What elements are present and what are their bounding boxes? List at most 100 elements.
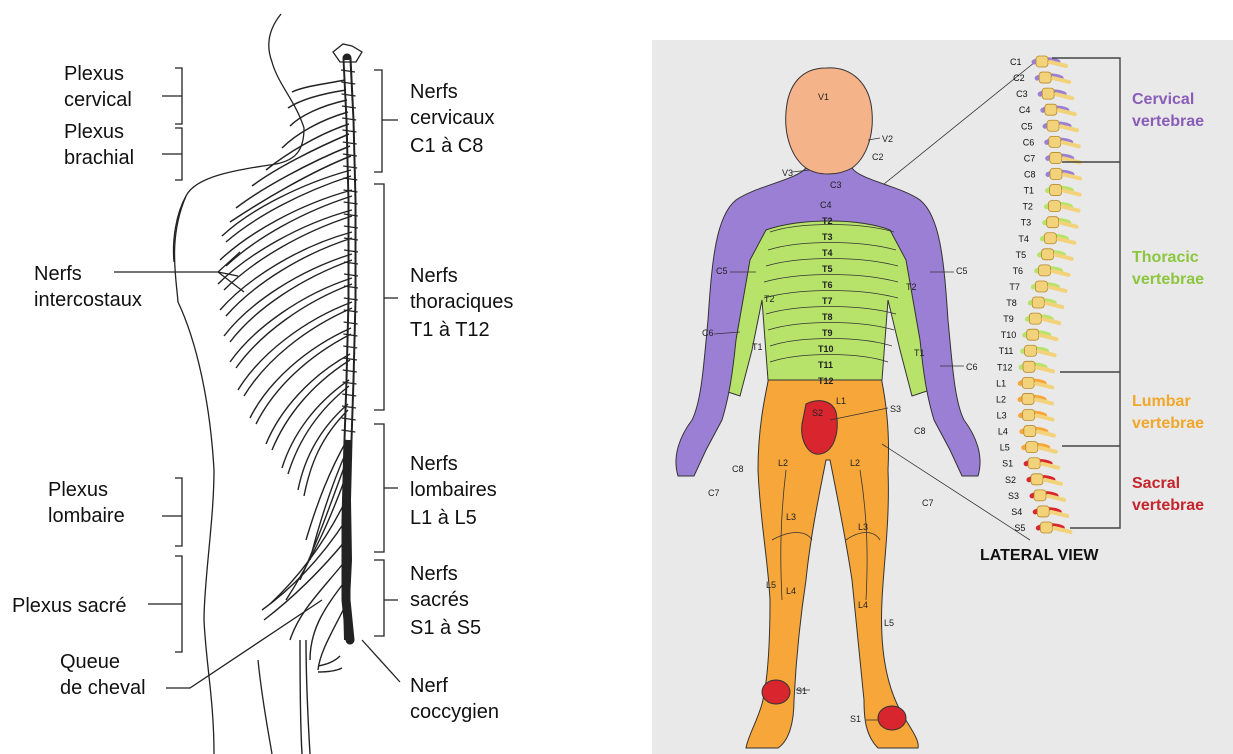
spine-label-c8: C8	[1024, 169, 1036, 179]
right-brackets	[362, 70, 400, 682]
torso-label-t11: T11	[818, 360, 833, 370]
label-l5-right: L5	[884, 618, 894, 628]
spine-label-s3: S3	[1008, 491, 1019, 501]
vertebra-t4	[1044, 233, 1056, 244]
plexus-sacre-label: Plexus sacré	[12, 595, 127, 617]
nerfs-cervicaux-label-2: cervicaux	[410, 107, 494, 129]
vertebra-t7	[1035, 281, 1047, 292]
torso-label-t6: T6	[822, 280, 833, 290]
vertebra-s2	[1031, 474, 1043, 485]
spine-label-t9: T9	[1003, 314, 1014, 324]
label-s2: S2	[812, 408, 823, 418]
nerfs-lombaires-label-1: Nerfs	[410, 453, 458, 475]
vertebra-t12	[1023, 361, 1035, 372]
lateral-view-label: LATERAL VIEW	[980, 547, 1099, 564]
vertebra-l4	[1024, 426, 1036, 437]
foot-s1-right	[878, 706, 906, 730]
vertebra-t2	[1048, 201, 1060, 212]
cervical-label-1: Cervical	[1132, 91, 1194, 108]
spine-label-t4: T4	[1018, 234, 1029, 244]
label-c5-left: C5	[716, 266, 728, 276]
plexus-brachial-label-1: Plexus	[64, 121, 124, 143]
torso-label-t2: T2	[822, 216, 833, 226]
vertebra-c7	[1050, 152, 1062, 163]
lumbar-label-2: vertebrae	[1132, 415, 1204, 432]
spine-label-c5: C5	[1021, 121, 1033, 131]
label-v1: V1	[818, 92, 829, 102]
label-c5-right: C5	[956, 266, 968, 276]
nerfs-lombaires-label-2: lombaires	[410, 479, 497, 501]
nerfs-thoraciques-range: T1 à T12	[410, 319, 490, 341]
torso-label-t12: T12	[818, 376, 834, 386]
plexus-cervical-label-1: Plexus	[64, 63, 124, 85]
label-c6-left: C6	[702, 328, 714, 338]
vertebra-l1	[1022, 377, 1034, 388]
spine-label-c6: C6	[1023, 137, 1035, 147]
vertebra-t8	[1032, 297, 1044, 308]
label-l2-left: L2	[778, 458, 788, 468]
spine-label-t3: T3	[1021, 218, 1032, 228]
label-t2-right: T2	[906, 282, 917, 292]
spine-label-c7: C7	[1024, 153, 1036, 163]
label-c7-left: C7	[708, 488, 720, 498]
vertebra-s3	[1034, 490, 1046, 501]
spine-label-t5: T5	[1016, 250, 1027, 260]
arm-outline	[174, 196, 187, 262]
label-l2-right: L2	[850, 458, 860, 468]
nerfs-sacres-label-1: Nerfs	[410, 563, 458, 585]
spine-label-t6: T6	[1013, 266, 1024, 276]
label-t1-left: T1	[752, 342, 763, 352]
spine-label-t1: T1	[1024, 186, 1035, 196]
vertebra-t1	[1050, 185, 1062, 196]
nerf-coccygien-label-1: Nerf	[410, 675, 448, 697]
vertebra-c3	[1042, 88, 1054, 99]
spine-label-s1: S1	[1002, 459, 1013, 469]
lumbosacral-nerves	[262, 440, 348, 754]
vertebra-c6	[1049, 136, 1061, 147]
thoracic-label-1: Thoracic	[1132, 249, 1199, 266]
head-v1-region	[786, 68, 873, 174]
label-c7-right: C7	[922, 498, 934, 508]
label-l4-left: L4	[786, 586, 796, 596]
intercostal-nerves	[218, 170, 352, 496]
vertebra-t9	[1029, 313, 1041, 324]
nerfs-sacres-range: S1 à S5	[410, 617, 481, 639]
nerfs-intercostaux-label-1: Nerfs	[34, 263, 82, 285]
left-panel: Plexus cervical Plexus brachial Nerfs in…	[12, 14, 513, 754]
torso-label-t10: T10	[818, 344, 834, 354]
vertebra-t6	[1039, 265, 1051, 276]
vertebra-t3	[1047, 217, 1059, 228]
nerfs-sacres-label-2: sacrés	[410, 589, 469, 611]
label-l3-right: L3	[858, 522, 868, 532]
vertebra-t11	[1025, 345, 1037, 356]
vertebra-c1	[1036, 56, 1048, 67]
vertebra-s1	[1028, 458, 1040, 469]
plexus-brachial-label-2: brachial	[64, 147, 134, 169]
label-c3-face: C3	[830, 180, 842, 190]
spine-label-l3: L3	[997, 411, 1007, 421]
lumbar-label-1: Lumbar	[1132, 393, 1191, 410]
nerfs-thoraciques-label-2: thoraciques	[410, 291, 513, 313]
spine-label-s4: S4	[1011, 507, 1022, 517]
torso-label-t9: T9	[822, 328, 833, 338]
label-l3-left: L3	[786, 512, 796, 522]
label-v3: V3	[782, 168, 793, 178]
label-v2: V2	[882, 134, 893, 144]
spine-label-c1: C1	[1010, 57, 1022, 67]
torso-label-t7: T7	[822, 296, 833, 306]
nerfs-lombaires-range: L1 à L5	[410, 507, 477, 529]
torso-label-t4: T4	[822, 248, 833, 258]
label-c2-face: C2	[872, 152, 884, 162]
label-s1-left: S1	[796, 686, 807, 696]
vertebra-t10	[1027, 329, 1039, 340]
sacral-label-1: Sacral	[1132, 475, 1180, 492]
spine-label-l5: L5	[1000, 443, 1010, 453]
label-c8-left: C8	[732, 464, 744, 474]
plexus-lombaire-label-2: lombaire	[48, 505, 125, 527]
spine-label-c2: C2	[1013, 73, 1025, 83]
label-l1: L1	[836, 396, 846, 406]
spine-label-s5: S5	[1014, 523, 1025, 533]
foot-s1-left	[762, 680, 790, 704]
vertebra-l3	[1023, 410, 1035, 421]
